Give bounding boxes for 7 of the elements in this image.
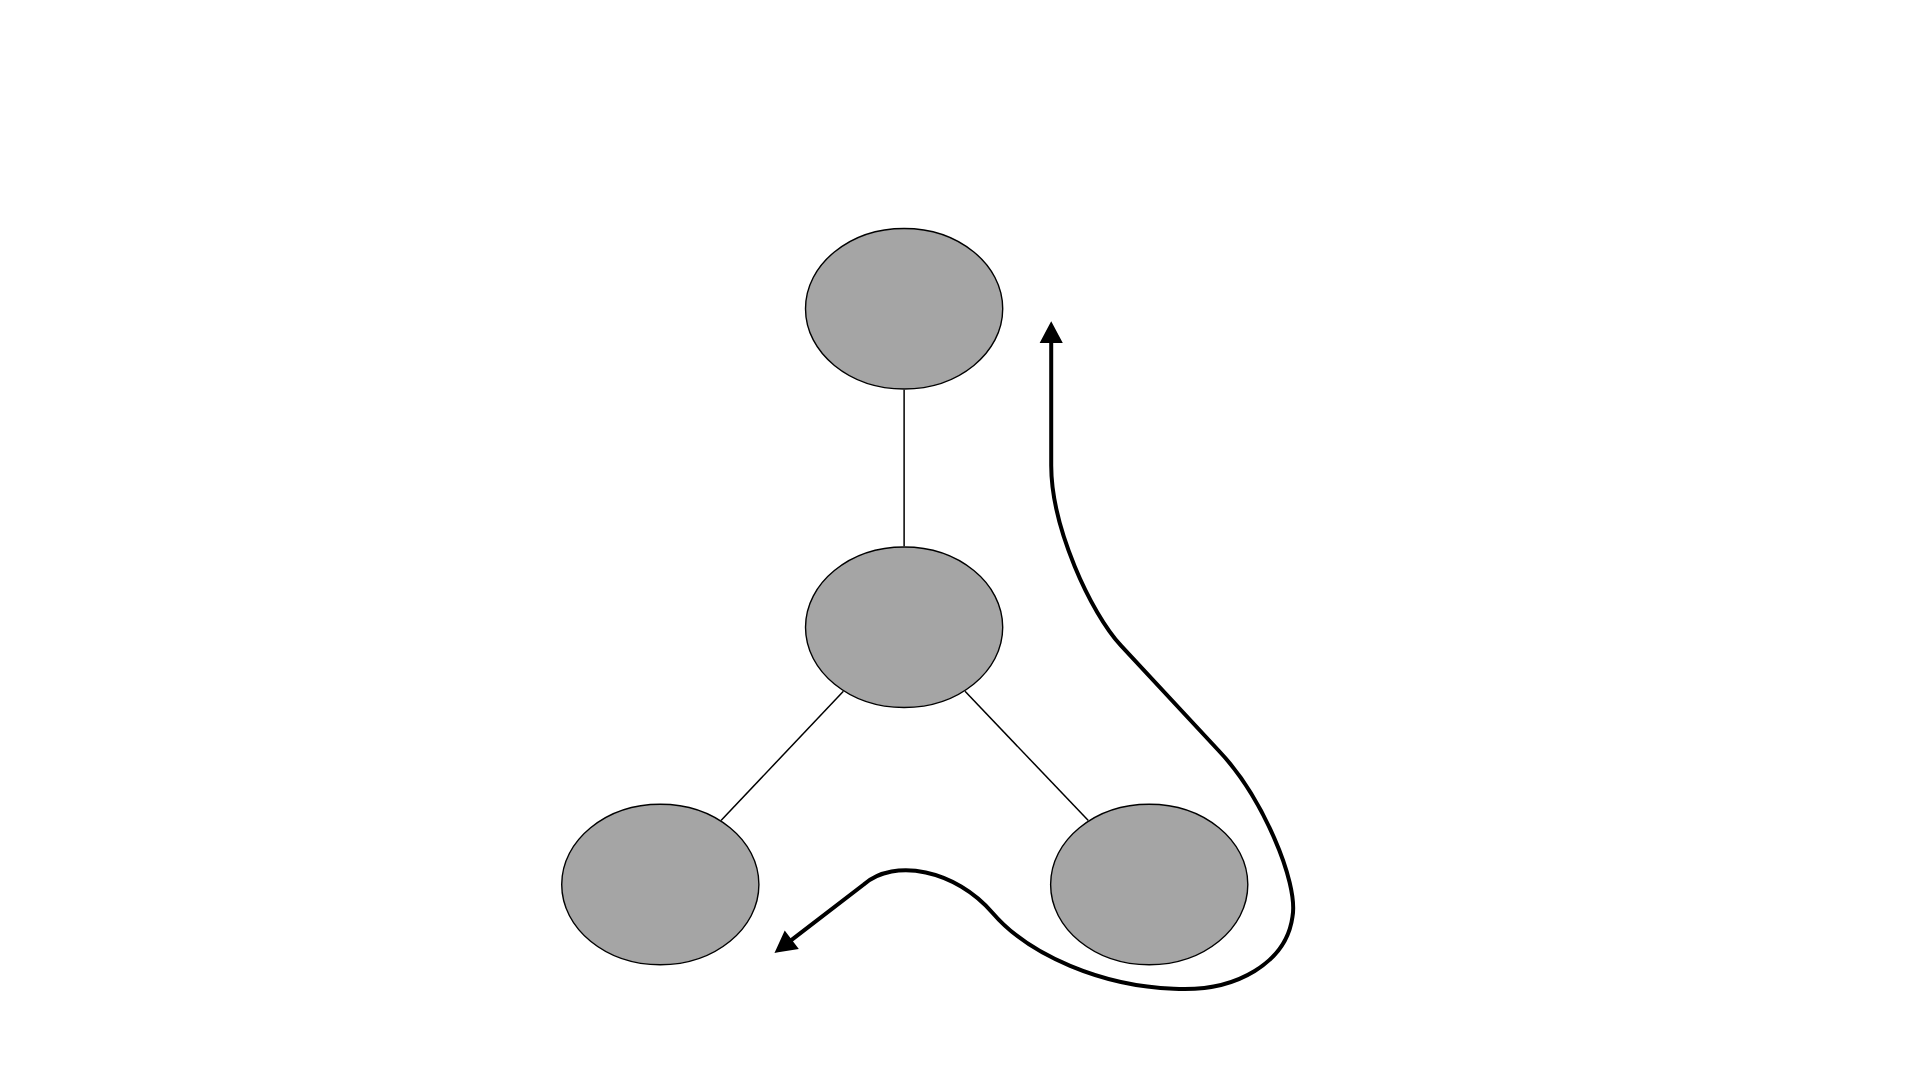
ellipse-node: [804, 227, 1004, 390]
connector-line: [720, 690, 845, 822]
ellipse-node: [804, 546, 1004, 709]
connector-line: [903, 388, 905, 548]
ellipse-node: [1049, 803, 1249, 966]
connector-line: [964, 690, 1090, 822]
ellipse-node: [561, 803, 760, 966]
